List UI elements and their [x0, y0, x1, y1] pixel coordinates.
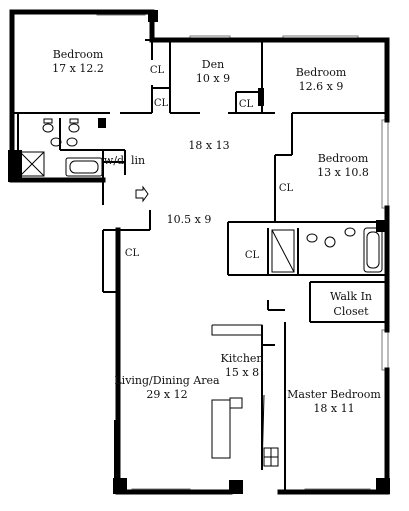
washer-dryer-label: w/d — [104, 154, 124, 167]
bedroom-ne-dims: 12.6 x 9 — [299, 80, 344, 93]
bedroom-nw-name: Bedroom — [53, 48, 104, 61]
walk-in-closet-line2: Closet — [333, 305, 369, 318]
closet-den-right: CL — [239, 99, 254, 110]
bedroom-nw-dims: 17 x 12.2 — [52, 62, 104, 75]
den-name: Den — [202, 58, 224, 71]
walk-in-closet-line1: Walk In — [330, 290, 372, 303]
closet-foyer: CL — [125, 248, 140, 259]
closet-hall-bath: CL — [245, 250, 260, 261]
hall-dims: 18 x 13 — [188, 139, 229, 152]
bedroom-ne-name: Bedroom — [296, 66, 347, 79]
kitchen-dims: 15 x 8 — [225, 366, 259, 379]
linen-label: lin — [131, 154, 145, 167]
closet-den-small: CL — [154, 98, 169, 109]
kitchen-name: Kitchen — [221, 352, 264, 365]
fixtures — [19, 118, 383, 471]
master-name: Master Bedroom — [287, 388, 381, 401]
master-dims: 18 x 11 — [313, 402, 354, 415]
bedroom-e-dims: 13 x 10.8 — [317, 166, 369, 179]
foyer-dims: 10.5 x 9 — [167, 213, 212, 226]
windows — [96, 9, 389, 495]
living-name: Living/Dining Area — [114, 374, 220, 387]
bedroom-e-name: Bedroom — [318, 152, 369, 165]
den-dims: 10 x 9 — [196, 72, 230, 85]
interior-walls — [12, 39, 387, 492]
closet-bedroom-e: CL — [279, 183, 294, 194]
living-dims: 29 x 12 — [146, 388, 187, 401]
entry-arrow-icon — [135, 185, 149, 203]
closet-bedroom-nw: CL — [150, 65, 165, 76]
